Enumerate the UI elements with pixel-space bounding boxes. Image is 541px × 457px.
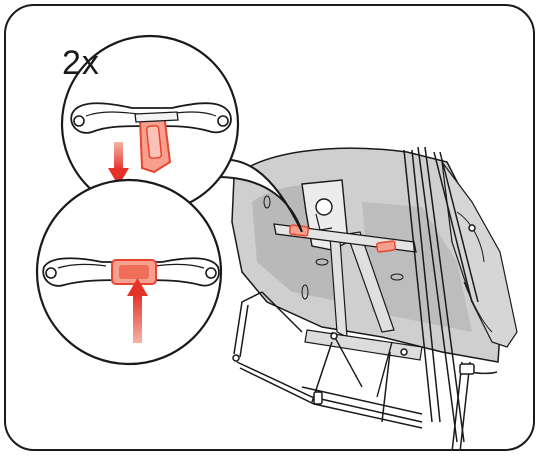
buckle-marker-right bbox=[376, 240, 397, 253]
buckle-bar-open bbox=[70, 102, 232, 174]
detail-callout-push-up bbox=[35, 178, 223, 366]
stroller-seat bbox=[231, 147, 518, 398]
stroller-frame bbox=[232, 146, 498, 449]
repeat-count-label: 2x bbox=[62, 44, 100, 82]
harness-strap-right bbox=[346, 231, 395, 333]
arrow-down-icon bbox=[108, 142, 129, 186]
callout-pointer bbox=[206, 158, 303, 233]
arrow-up-icon bbox=[127, 278, 148, 343]
seat-side-panel bbox=[441, 159, 518, 348]
buckle-bar-closed bbox=[42, 257, 220, 287]
assembly-illustration bbox=[35, 34, 518, 449]
instruction-frame: 2x bbox=[4, 4, 535, 451]
